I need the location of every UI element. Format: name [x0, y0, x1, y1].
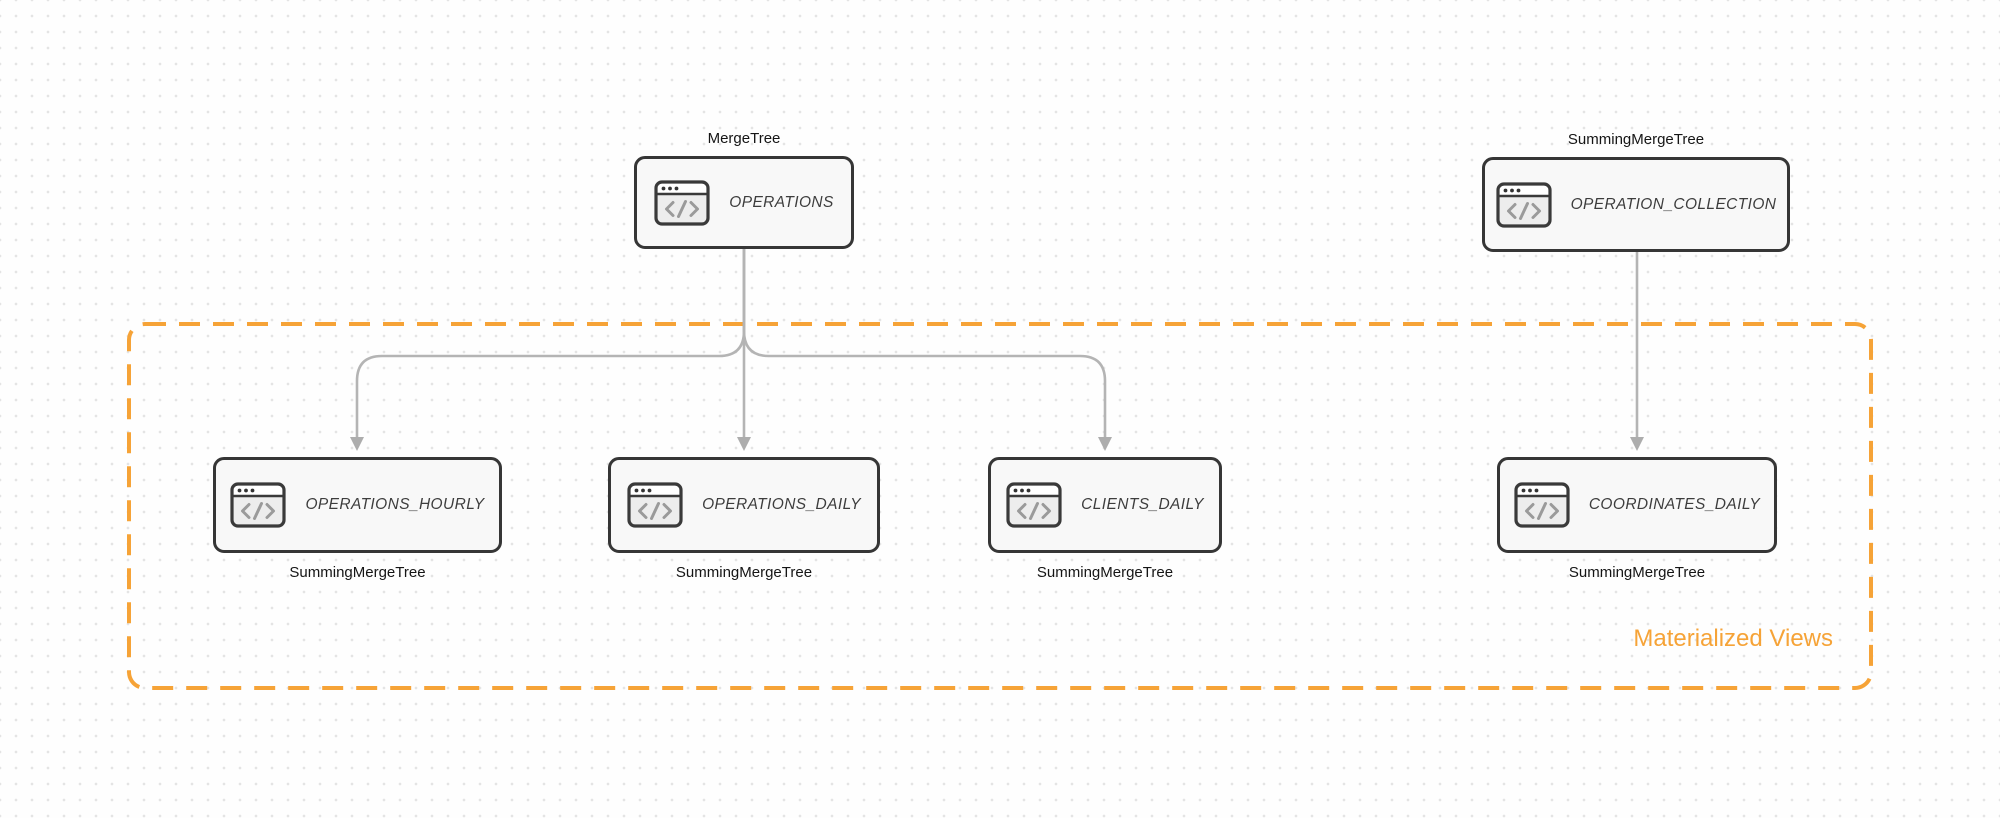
node-box-operations-hourly: OPERATIONS_HOURLY — [213, 457, 502, 553]
arrowhead-operations-daily — [737, 437, 751, 451]
code-window-icon — [1495, 181, 1552, 228]
node-box-operations-daily: OPERATIONS_DAILY — [608, 457, 880, 553]
node-title-operation-collection: OPERATION_COLLECTION — [1570, 195, 1777, 213]
code-window-icon — [230, 482, 287, 528]
node-title-operations-daily: OPERATIONS_DAILY — [702, 496, 861, 513]
engine-label-clients-daily: SummingMergeTree — [1036, 564, 1174, 581]
materialized-views-group-label: Materialized Views — [1633, 625, 1833, 652]
code-window-icon — [654, 179, 710, 226]
edge-operations-to-clients-daily — [742, 249, 1107, 438]
node-operations-daily[interactable]: OPERATIONS_DAILY SummingMergeTree — [608, 457, 880, 581]
arrowhead-coordinates-daily — [1630, 437, 1644, 451]
engine-label-coordinates-daily: SummingMergeTree — [1568, 564, 1706, 581]
node-box-coordinates-daily: COORDINATES_DAILY — [1497, 457, 1777, 553]
code-window-icon — [627, 482, 683, 528]
engine-label-operations-hourly: SummingMergeTree — [289, 564, 426, 581]
arrowhead-operations-hourly — [350, 437, 364, 451]
engine-label-operation-collection: SummingMergeTree — [1567, 131, 1705, 148]
node-clients-daily[interactable]: CLIENTS_DAILY SummingMergeTree — [988, 457, 1222, 581]
edge-operations-to-operations-hourly — [355, 249, 746, 438]
node-operations-hourly[interactable]: OPERATIONS_HOURLY SummingMergeTree — [213, 457, 502, 581]
node-box-operations: OPERATIONS — [634, 156, 854, 249]
node-title-operations: OPERATIONS — [729, 193, 834, 211]
node-operation-collection[interactable]: SummingMergeTree OPERATION_COLLECTION — [1482, 131, 1790, 252]
node-box-clients-daily: CLIENTS_DAILY — [988, 457, 1222, 553]
node-title-clients-daily: CLIENTS_DAILY — [1081, 496, 1204, 513]
code-window-icon — [1006, 482, 1062, 528]
engine-label-operations: MergeTree — [707, 130, 781, 147]
node-title-operations-hourly: OPERATIONS_HOURLY — [305, 496, 485, 513]
arrowhead-clients-daily — [1098, 437, 1112, 451]
code-window-icon — [1514, 482, 1570, 528]
node-box-operation-collection: OPERATION_COLLECTION — [1482, 157, 1790, 252]
engine-label-operations-daily: SummingMergeTree — [675, 564, 813, 581]
node-operations[interactable]: MergeTree OPERATIONS — [634, 130, 854, 249]
node-title-coordinates-daily: COORDINATES_DAILY — [1588, 496, 1761, 513]
node-coordinates-daily[interactable]: COORDINATES_DAILY SummingMergeTree — [1497, 457, 1777, 581]
